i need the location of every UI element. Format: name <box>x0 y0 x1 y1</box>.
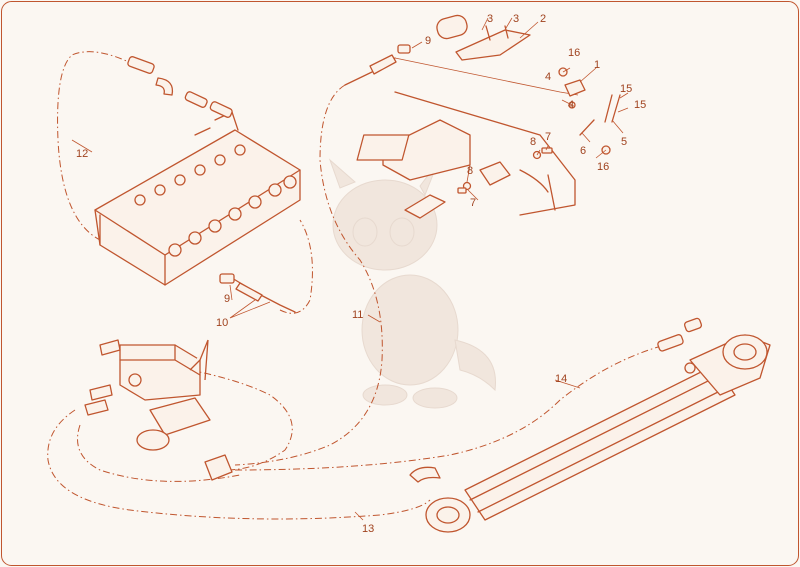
callout-3b: 3 <box>513 13 519 25</box>
lever-assembly <box>436 14 539 61</box>
callout-8b: 8 <box>467 165 473 177</box>
callout-16b: 16 <box>597 161 609 173</box>
hose-route-left-loop <box>189 369 293 471</box>
hose-routes <box>47 51 666 520</box>
linkage-hardware <box>558 67 629 159</box>
callout-7a: 7 <box>545 131 551 143</box>
callout-16a: 16 <box>568 47 580 59</box>
callout-13: 13 <box>362 523 374 535</box>
callout-10: 10 <box>216 317 228 329</box>
callout-1: 1 <box>594 59 600 71</box>
hose-route-12 <box>57 51 136 241</box>
watermark-mascot-image <box>328 158 496 409</box>
bolts-and-washers <box>457 147 553 194</box>
callout-labels: 1 2 3 3 4 4 5 6 7 7 8 8 9 9 10 11 12 13 … <box>76 13 646 535</box>
callout-3a: 3 <box>487 13 493 25</box>
callout-9a: 9 <box>425 35 431 47</box>
callout-14: 14 <box>555 373 567 385</box>
callout-12: 12 <box>76 148 88 160</box>
callout-4a: 4 <box>545 71 551 83</box>
hydraulic-cylinder <box>409 317 771 533</box>
hose-route-upper-loop <box>279 219 313 314</box>
callout-15b: 15 <box>634 99 646 111</box>
callout-9b: 9 <box>224 293 230 305</box>
pilot-valve-assembly <box>84 339 233 481</box>
mounting-bracket <box>356 91 576 219</box>
callout-7b: 7 <box>470 197 476 209</box>
control-cable-upper <box>344 44 579 96</box>
control-cable-lower <box>219 273 296 313</box>
valve-port-row <box>134 144 297 257</box>
callout-11: 11 <box>352 309 363 321</box>
callout-6: 6 <box>580 145 586 157</box>
callout-5: 5 <box>621 136 627 148</box>
hose-route-13 <box>47 409 431 520</box>
hose-route-14 <box>234 344 666 471</box>
leader-lines <box>71 41 581 521</box>
callout-15a: 15 <box>620 83 632 95</box>
hose-route-11 <box>234 84 383 466</box>
callout-2: 2 <box>540 13 546 25</box>
hose-route-lower <box>77 424 241 482</box>
callout-8a: 8 <box>530 136 536 148</box>
hose-fittings-top-left <box>127 56 233 118</box>
control-valve-block <box>94 111 301 286</box>
callout-4b: 4 <box>568 99 574 111</box>
